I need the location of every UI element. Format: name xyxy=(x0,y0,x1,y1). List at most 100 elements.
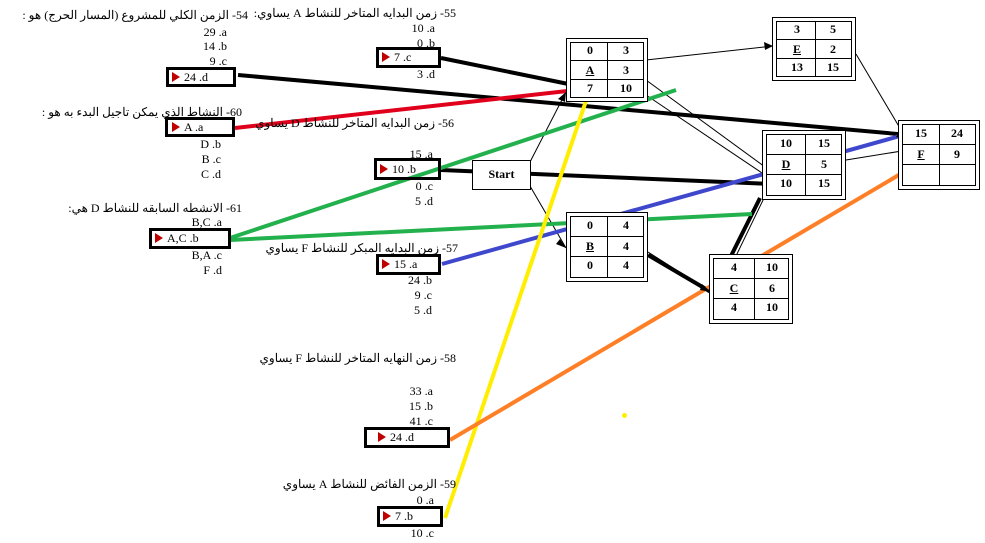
node-f: 15 24 F 9 xyxy=(898,120,980,190)
q58-option-c: 41 .c xyxy=(409,414,433,428)
node-e-ls: 13 xyxy=(791,60,803,74)
node-e-ef: 5 xyxy=(830,22,836,36)
q57-option-d: 5 .d xyxy=(414,303,432,317)
red-arrow-icon xyxy=(380,164,388,174)
node-b-label: B xyxy=(585,239,594,253)
q58-selected-answer xyxy=(364,427,450,448)
line-b-to-c xyxy=(646,253,713,294)
q55-answer: 7 .c xyxy=(382,51,411,64)
q56-selected-answer xyxy=(374,158,441,180)
node-f-label: F xyxy=(917,147,925,161)
red-arrow-icon xyxy=(382,259,390,269)
red-arrow-icon xyxy=(172,122,180,132)
line-q61-green-a xyxy=(229,88,677,240)
line-q60-red xyxy=(234,86,595,130)
q55-option-b: 0 .b xyxy=(417,36,435,50)
q56-option-a: 15 .a xyxy=(409,147,433,161)
node-a-duration: 3 xyxy=(623,63,629,77)
edge-d-f xyxy=(845,149,909,161)
q55-option-a: 10 .a xyxy=(411,21,435,35)
node-a-lf: 10 xyxy=(620,81,632,95)
q59-option-a: 0 .a xyxy=(416,493,434,507)
node-d-ls: 10 xyxy=(780,176,792,190)
node-c-label: C xyxy=(729,281,739,295)
stray-dot xyxy=(622,413,627,418)
q59-option-c: 10 .c xyxy=(410,526,434,540)
node-d-duration: 5 xyxy=(821,157,827,171)
node-f-duration: 9 xyxy=(954,147,960,161)
node-c-es: 4 xyxy=(731,260,737,274)
node-f-es: 15 xyxy=(915,126,927,140)
line-q55-to-a xyxy=(440,56,589,90)
node-b-es: 0 xyxy=(587,218,593,232)
q61-option-d: F .d xyxy=(203,263,222,277)
q60-option-b: D .b xyxy=(200,137,221,151)
red-arrow-icon xyxy=(155,233,163,243)
q57-answer: 15 .a xyxy=(382,258,417,271)
node-e-es: 3 xyxy=(794,22,800,36)
q61-option-c: B,A .c xyxy=(191,248,222,262)
q59-text: 59- الزمن الفائض للنشاط A يساوي xyxy=(282,477,456,491)
node-e-lf: 15 xyxy=(827,60,839,74)
node-e: 3 5 E 2 13 15 xyxy=(772,17,856,81)
q61-selected-answer xyxy=(149,228,231,249)
q59-answer: 7 .b xyxy=(383,510,413,523)
node-d-lf: 15 xyxy=(818,176,830,190)
node-d: 10 15 D 5 10 15 xyxy=(762,130,846,200)
node-a-ls: 7 xyxy=(587,81,593,95)
q56-option-d: 5 .d xyxy=(415,194,433,208)
q57-text: 57- زمن البدايه المبكر للنشاط F يساوي xyxy=(265,241,458,255)
q57-option-c: 9 .c xyxy=(414,288,432,302)
q58-answer: 24 .d xyxy=(378,431,414,444)
node-a: 0 3 A 3 7 10 xyxy=(566,38,648,102)
node-b-ls: 0 xyxy=(587,258,593,272)
q54-selected-answer xyxy=(166,67,236,87)
q55-text: 55- زمن البدايه المتاخر للنشاط A يساوي: xyxy=(253,6,456,20)
node-c-ls: 4 xyxy=(731,300,737,314)
node-start: Start xyxy=(472,160,531,190)
q60-selected-answer xyxy=(165,117,235,137)
node-a-es: 0 xyxy=(587,43,593,57)
node-a-label: A xyxy=(585,63,595,77)
node-b: 0 4 B 4 0 4 xyxy=(566,212,648,282)
line-c-to-d xyxy=(728,197,762,259)
q54-option-c: 9 .c xyxy=(209,54,227,68)
line-q59-yellow xyxy=(443,94,590,519)
node-d-label: D xyxy=(781,157,791,171)
edge-a-e xyxy=(645,45,774,61)
node-b-lf: 4 xyxy=(623,258,629,272)
q61-answer: A,C .b xyxy=(155,232,199,245)
node-b-ef: 4 xyxy=(623,218,629,232)
q54-option-a: 29 .a xyxy=(203,25,227,39)
q61-text: 61- الانشطه السابقه للنشاط D هي: xyxy=(68,201,242,215)
node-c-ef: 10 xyxy=(766,260,778,274)
red-arrow-icon xyxy=(383,511,391,521)
line-q61-green-c xyxy=(229,212,753,242)
node-d-ef: 15 xyxy=(818,136,830,150)
red-arrow-icon xyxy=(382,52,390,62)
node-c: 4 10 C 6 4 10 xyxy=(709,254,793,324)
q58-option-b: 15 .b xyxy=(409,399,433,413)
edge-c-d xyxy=(735,195,766,257)
q57-selected-answer xyxy=(376,254,441,275)
q56-option-c: 0 .c xyxy=(415,179,433,193)
node-e-duration: 2 xyxy=(830,42,836,56)
q56-text: 56- زمن البدايه المتاخر للنشاط D يساوي xyxy=(255,116,454,130)
edge-a-d2 xyxy=(645,94,766,176)
node-f-ef: 24 xyxy=(951,126,963,140)
q58-text: 58- زمن النهايه المتاخر للنشاط F يساوي xyxy=(259,351,456,365)
q54-answer: 24 .d xyxy=(172,71,208,84)
q54-option-b: 14 .b xyxy=(203,39,227,53)
q60-option-d: C .d xyxy=(200,167,221,181)
q56-answer: 10 .b xyxy=(380,163,416,176)
node-e-label: E xyxy=(792,42,801,56)
q55-option-d: 3 .d xyxy=(417,67,435,81)
q55-selected-answer xyxy=(376,47,441,68)
q60-option-c: B .c xyxy=(201,152,221,166)
node-c-duration: 6 xyxy=(769,281,775,295)
node-d-es: 10 xyxy=(780,136,792,150)
red-arrow-icon xyxy=(172,72,180,82)
q58-option-a: 33 .a xyxy=(409,384,433,398)
node-c-lf: 10 xyxy=(766,300,778,314)
